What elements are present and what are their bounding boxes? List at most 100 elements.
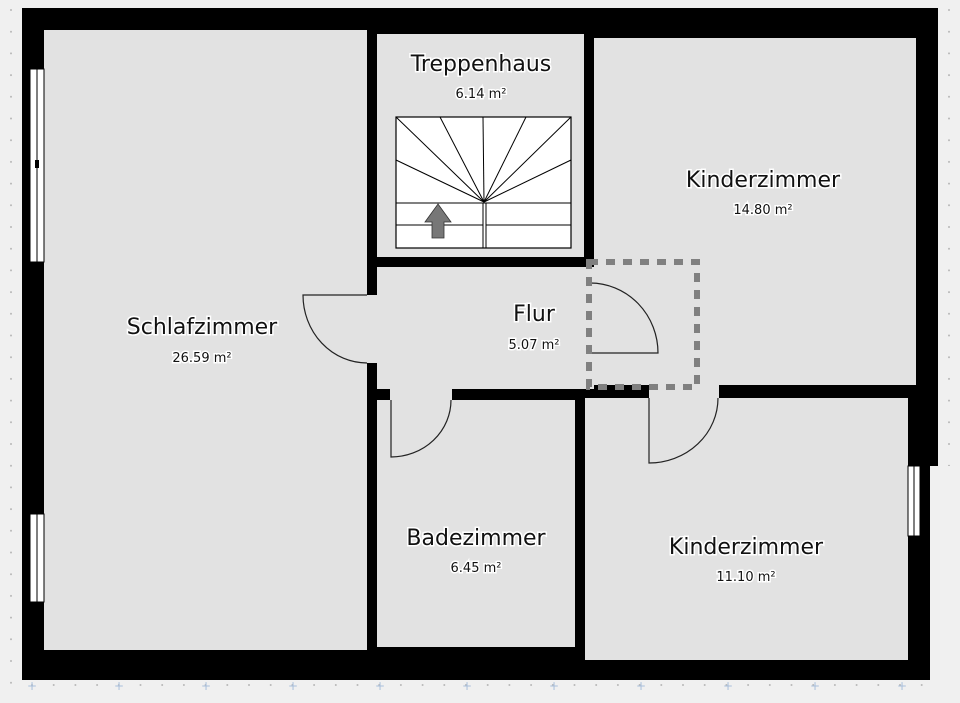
grid-dot <box>10 399 12 402</box>
grid-cross: + <box>288 679 298 693</box>
door-selection-dashed[interactable] <box>586 259 700 390</box>
grid-cross: + <box>462 679 472 693</box>
grid-cross: + <box>636 679 646 693</box>
grid-dot <box>899 684 901 686</box>
grid-dot <box>573 684 576 686</box>
grid-dot <box>10 443 12 445</box>
grid-dot <box>161 684 164 686</box>
grid-dot <box>96 684 99 686</box>
grid-dot <box>291 684 294 686</box>
grid-dot <box>486 684 489 686</box>
room-name-flur: Flur <box>513 302 556 327</box>
grid-dot <box>948 182 950 185</box>
grid-dot <box>248 684 250 686</box>
grid-dot <box>948 421 950 424</box>
grid-dot <box>682 684 684 686</box>
grid-dot <box>117 684 120 686</box>
grid-dot <box>948 160 950 163</box>
grid-dot <box>10 551 12 554</box>
grid-dot <box>10 247 12 250</box>
grid-cross: + <box>27 679 37 693</box>
grid-dot <box>399 684 402 686</box>
grid-dot <box>334 684 337 686</box>
grid-dot <box>812 684 815 686</box>
grid-dot <box>378 684 381 686</box>
grid-dot <box>551 684 554 686</box>
grid-dot <box>948 74 950 77</box>
grid-dot <box>10 269 12 272</box>
door-opening-badezimmer <box>390 387 452 401</box>
grid-dot <box>10 291 12 294</box>
door-swing-kinderzimmer-1[interactable] <box>589 282 659 354</box>
grid-dot <box>948 334 950 337</box>
grid-cross: + <box>201 679 211 693</box>
grid-dot <box>948 95 950 98</box>
grid-dot <box>948 226 950 228</box>
room-floor-kinderzimmer-2[interactable] <box>585 398 908 660</box>
grid-dot <box>443 684 446 686</box>
grid-dot <box>595 684 598 686</box>
grid-cross: + <box>897 679 907 693</box>
grid-dot <box>660 684 663 686</box>
grid-cross: + <box>114 679 124 693</box>
grid-dot <box>10 74 12 77</box>
background-grid: +++++++++++ <box>10 9 950 693</box>
grid-dot <box>638 684 641 686</box>
grid-dot <box>10 616 12 619</box>
grid-dot <box>725 684 728 686</box>
grid-dot <box>10 660 12 662</box>
grid-dot <box>10 573 12 576</box>
grid-cross: + <box>723 679 733 693</box>
grid-cross: + <box>810 679 820 693</box>
room-floor-badezimmer[interactable] <box>377 400 575 647</box>
grid-dot <box>10 377 12 380</box>
staircase[interactable] <box>395 116 572 249</box>
grid-dot <box>74 684 77 686</box>
grid-dot <box>10 312 12 315</box>
grid-dot <box>10 226 12 228</box>
grid-dot <box>948 269 950 272</box>
staircase-up-arrow-icon <box>424 203 452 239</box>
grid-dot <box>269 684 272 686</box>
room-area-badezimmer: 6.45 m² <box>451 561 502 576</box>
door-swing-kinderzimmer-2[interactable] <box>648 397 719 464</box>
grid-dot <box>948 356 950 359</box>
background-notch <box>930 466 960 686</box>
grid-dot <box>10 9 12 11</box>
grid-cross: + <box>375 679 385 693</box>
grid-dot <box>948 204 950 207</box>
grid-dot <box>10 681 12 684</box>
grid-dot <box>52 684 55 686</box>
grid-dot <box>948 312 950 315</box>
grid-dot <box>10 139 12 142</box>
grid-dot <box>855 684 858 686</box>
grid-dot <box>10 508 12 511</box>
grid-dot <box>530 684 533 686</box>
grid-dot <box>465 684 467 686</box>
grid-dot <box>948 247 950 250</box>
door-swing-schlafzimmer[interactable] <box>302 294 368 364</box>
room-floor-flur[interactable] <box>377 267 594 389</box>
grid-dot <box>948 377 950 380</box>
window-schlafzimmer-bottom[interactable] <box>29 513 45 603</box>
grid-dot <box>10 117 12 120</box>
door-swing-badezimmer[interactable] <box>390 399 452 458</box>
room-area-kinderzimmer-2: 11.10 m² <box>716 570 775 585</box>
room-area-flur: 5.07 m² <box>509 338 560 353</box>
door-opening-schlafzimmer <box>365 295 379 363</box>
room-name-treppenhaus: Treppenhaus <box>410 52 552 77</box>
grid-dot <box>10 421 12 424</box>
grid-dot <box>10 95 12 98</box>
window-schlafzimmer-top[interactable] <box>29 68 45 263</box>
room-floor-schlafzimmer[interactable] <box>44 30 367 650</box>
grid-dot <box>948 139 950 142</box>
grid-dot <box>421 684 424 686</box>
window-kinderzimmer-2[interactable] <box>907 465 921 537</box>
grid-dot <box>10 182 12 185</box>
room-area-schlafzimmer: 26.59 m² <box>172 351 231 366</box>
grid-dot <box>10 204 12 207</box>
grid-dot <box>948 30 950 33</box>
grid-dot <box>10 30 12 33</box>
grid-dot <box>182 684 185 686</box>
